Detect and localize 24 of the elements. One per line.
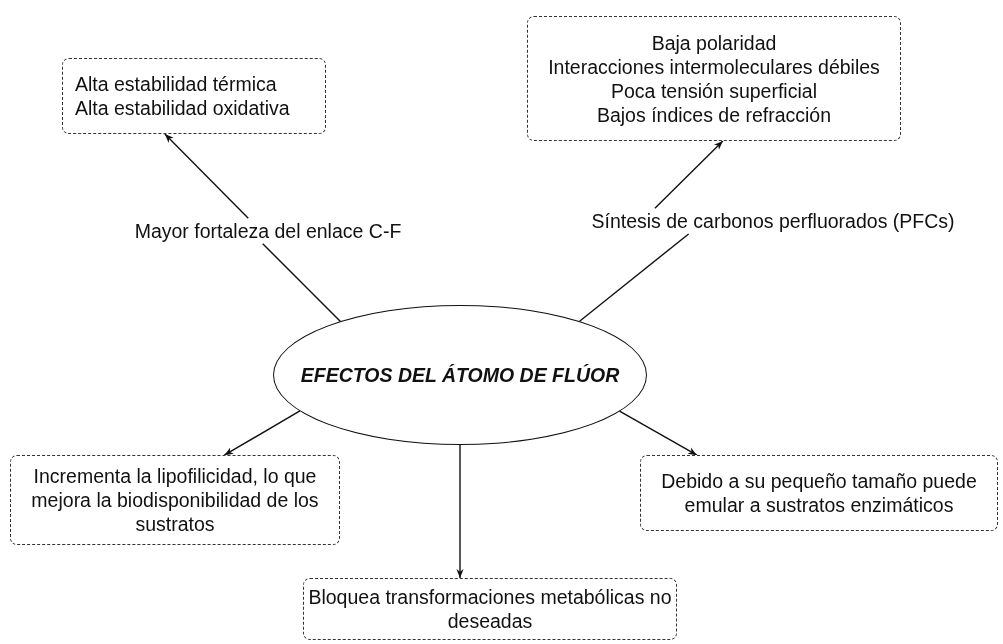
ellipse-title: EFECTOS DEL ÁTOMO DE FLÚOR <box>300 363 620 387</box>
arrow <box>618 410 698 456</box>
arrow <box>223 410 301 456</box>
connector-line <box>578 233 690 322</box>
effect-text: Incrementa la lipofilicidad, lo que mejora la biodisponibilidad de los sustratos <box>30 464 320 536</box>
connector-line <box>262 243 342 323</box>
effect-box <box>62 58 326 134</box>
effect-text: Bajos índices de refracción <box>596 102 832 127</box>
effect-box <box>527 16 901 141</box>
effect-text: Baja polaridad <box>651 30 777 55</box>
arrow <box>654 140 724 209</box>
arrow <box>164 133 249 219</box>
effect-box <box>640 455 998 531</box>
effect-text: Alta estabilidad térmica <box>75 72 277 96</box>
effect-text: Alta estabilidad oxidativa <box>75 96 290 120</box>
effect-text: Poca tensión superficial <box>611 78 817 103</box>
effect-box <box>10 455 340 545</box>
effect-box <box>303 578 677 640</box>
effect-text: Bloquea transformaciones metabólicas no deseadas <box>308 585 672 633</box>
branch-text: Mayor fortaleza del enlace C-F <box>134 219 402 243</box>
branch-text: Síntesis de carbonos perfluorados (PFCs) <box>591 209 955 233</box>
effect-text: Interacciones intermoleculares débiles <box>548 54 880 79</box>
effect-text: Debido a su pequeño tamaño puede emular a sustratos enzimáticos <box>660 469 978 517</box>
arrow <box>456 444 464 579</box>
